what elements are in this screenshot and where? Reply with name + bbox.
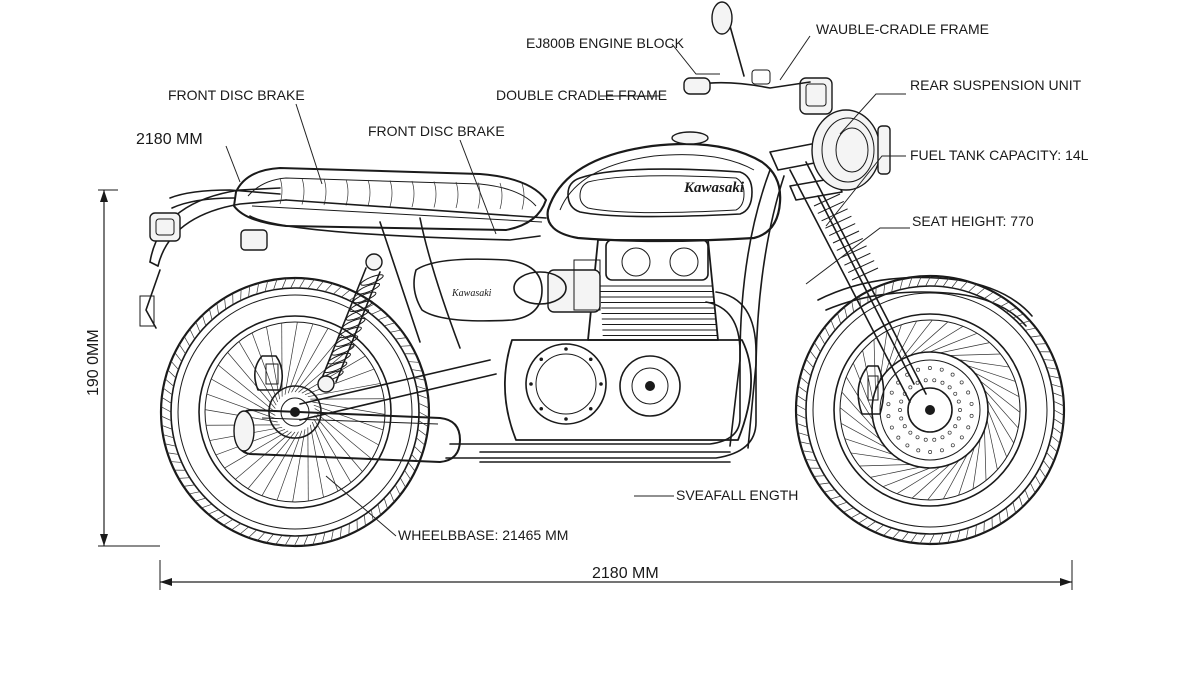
handlebar [683,1,811,95]
rear-shock-absorber [317,253,384,393]
seat [233,167,547,241]
label-length-dimension: 2180 MM [592,565,659,582]
front-fender [817,276,1033,327]
label-seat-height: SEAT HEIGHT: 770 [912,213,1034,229]
label-dim-2180-top: 2180 MM [136,131,203,148]
height-dimension-line [98,189,160,547]
dimension-arrow-icon [100,190,108,202]
label-wheelbase: WHEELBBASE: 21465 MM [398,527,568,543]
headlight [811,109,891,191]
label-fuel-tank-capacity: FUEL TANK CAPACITY: 14L [910,147,1089,163]
fuel-tank: Kawasaki [546,131,782,243]
length-dimension-line [159,560,1073,590]
instrument-cluster [799,77,833,115]
label-height-dimension: 190 0MM [85,329,102,396]
dimension-arrow-icon [1060,578,1072,586]
front-wheel [794,274,1066,546]
leader-lines [225,35,910,537]
exhaust-muffler [233,409,461,463]
side-cover-logo: Kawasaki [451,288,492,299]
dimension-arrow-icon [160,578,172,586]
label-double-cradle-frame: DOUBLE CRADLE FRAME [496,87,667,103]
dimension-arrow-icon [100,534,108,546]
label-rear-suspension-unit: REAR SUSPENSION UNIT [910,77,1082,93]
frame: Kawasaki [285,169,785,463]
label-front-disc-brake-left: FRONT DISC BRAKE [168,87,305,103]
label-overall-length: SVEAFALL ENGTH [676,487,798,503]
engine [445,239,757,459]
label-engine-block: EJ800B ENGINE BLOCK [526,35,685,51]
label-wauble-cradle-frame: WAUBLE-CRADLE FRAME [816,21,989,37]
front-fork [769,141,927,403]
label-front-disc-brake-center: FRONT DISC BRAKE [368,123,505,139]
rear-fender [139,187,287,329]
tank-logo: Kawasaki [683,180,745,196]
